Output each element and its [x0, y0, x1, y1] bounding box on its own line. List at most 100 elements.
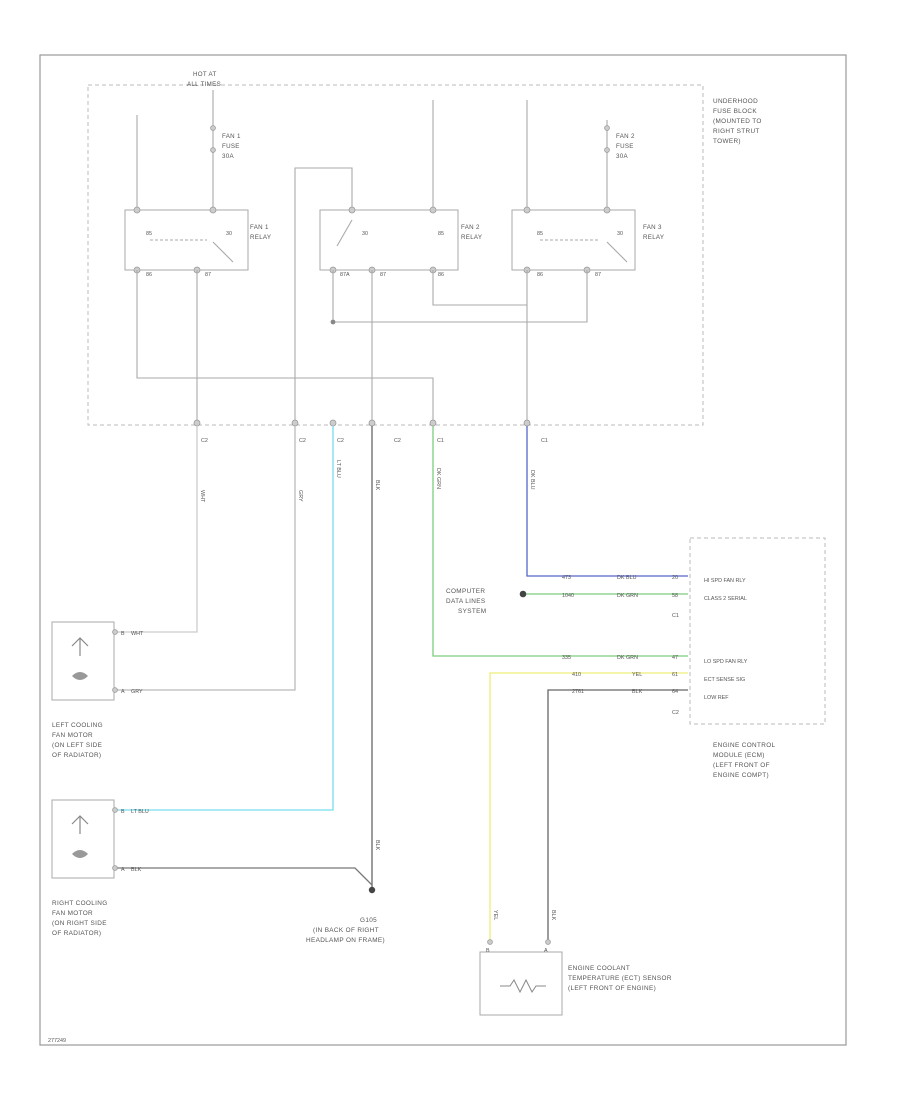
- svg-text:85: 85: [537, 231, 543, 237]
- wire-white: WHT: [115, 426, 205, 633]
- svg-text:CLASS 2 SERIAL: CLASS 2 SERIAL: [704, 596, 747, 602]
- svg-text:ENGINE COOLANT: ENGINE COOLANT: [568, 965, 630, 972]
- svg-text:B: B: [486, 948, 490, 954]
- svg-text:RELAY: RELAY: [643, 234, 664, 241]
- svg-text:30: 30: [362, 231, 368, 237]
- right-fan-motor-label: RIGHT COOLING FAN MOTOR (ON RIGHT SIDE O…: [52, 900, 108, 937]
- svg-text:RIGHT COOLING: RIGHT COOLING: [52, 900, 108, 907]
- wire-black-ground: BLK BLK: [115, 426, 380, 890]
- svg-text:2761: 2761: [572, 689, 584, 695]
- svg-text:YEL: YEL: [492, 910, 498, 920]
- svg-text:RELAY: RELAY: [250, 234, 271, 241]
- svg-text:A: A: [121, 689, 125, 695]
- svg-text:FAN MOTOR: FAN MOTOR: [52, 732, 93, 739]
- svg-text:GRY: GRY: [297, 490, 303, 502]
- svg-text:410: 410: [572, 672, 581, 678]
- svg-text:DK BLU: DK BLU: [617, 575, 637, 581]
- wire-dark-green: DK GRN: [432, 426, 688, 657]
- svg-text:C2: C2: [394, 438, 401, 444]
- wire-dark-blue: DK BLU: [526, 426, 688, 577]
- motor-icon: [72, 850, 88, 858]
- svg-text:TEMPERATURE (ECT) SENSOR: TEMPERATURE (ECT) SENSOR: [568, 975, 672, 982]
- ect-sensor-label: ENGINE COOLANT TEMPERATURE (ECT) SENSOR …: [568, 965, 672, 992]
- svg-text:(ON LEFT SIDE: (ON LEFT SIDE: [52, 742, 102, 749]
- svg-text:C1: C1: [437, 438, 444, 444]
- hot-at-all-times-label: HOT AT ALL TIMES: [187, 71, 221, 88]
- svg-text:BLK: BLK: [550, 910, 556, 921]
- svg-text:(LEFT FRONT OF: (LEFT FRONT OF: [713, 762, 770, 769]
- svg-text:WHT: WHT: [199, 490, 205, 503]
- svg-text:85: 85: [146, 231, 152, 237]
- svg-text:HOT AT: HOT AT: [193, 71, 217, 78]
- fan2-relay: 30 87A 87 85 86 FAN 2 RELAY: [319, 206, 482, 278]
- svg-text:47: 47: [672, 655, 678, 661]
- svg-text:LT BLU: LT BLU: [335, 460, 341, 478]
- wire-black-sensor: BLK: [547, 689, 688, 940]
- svg-text:WHT: WHT: [131, 631, 144, 637]
- svg-text:DK BLU: DK BLU: [529, 470, 535, 490]
- diagram-border: [39, 54, 847, 1046]
- data-lines-label: COMPUTER DATA LINES SYSTEM: [446, 588, 486, 615]
- svg-text:A: A: [121, 867, 125, 873]
- svg-text:1040: 1040: [562, 593, 574, 599]
- left-fan-motor-label: LEFT COOLING FAN MOTOR (ON LEFT SIDE OF …: [52, 722, 103, 759]
- svg-text:87: 87: [205, 272, 211, 278]
- svg-text:FUSE: FUSE: [616, 143, 634, 150]
- fan-blade-icon: [71, 815, 89, 834]
- svg-text:LO SPD FAN RLY: LO SPD FAN RLY: [704, 659, 748, 665]
- svg-text:87: 87: [380, 272, 386, 278]
- svg-text:BLK: BLK: [632, 689, 643, 695]
- wire-data-line: [519, 590, 688, 598]
- svg-text:30A: 30A: [616, 153, 628, 160]
- wire-yellow: YEL: [489, 672, 688, 940]
- left-fan-motor: B WHT A GRY: [51, 621, 144, 701]
- svg-text:C2: C2: [337, 438, 344, 444]
- svg-text:LT BLU: LT BLU: [131, 809, 149, 815]
- svg-text:B: B: [121, 631, 125, 637]
- svg-text:G105: G105: [360, 917, 377, 924]
- wire-gray: GRY: [115, 426, 303, 691]
- footer-code: 277249: [48, 1038, 66, 1044]
- svg-text:TOWER): TOWER): [713, 138, 741, 145]
- svg-text:C1: C1: [672, 613, 679, 619]
- svg-text:BLK: BLK: [374, 480, 380, 491]
- ecm-label: ENGINE CONTROL MODULE (ECM) (LEFT FRONT …: [713, 742, 776, 779]
- svg-text:85: 85: [438, 231, 444, 237]
- svg-text:473: 473: [562, 575, 571, 581]
- fan2-fuse: FAN 2 FUSE 30A: [604, 120, 635, 210]
- svg-text:87A: 87A: [340, 272, 350, 278]
- svg-text:335: 335: [562, 655, 571, 661]
- fan3-relay: 85 30 86 87 FAN 3 RELAY: [511, 206, 664, 278]
- svg-text:LOW REF: LOW REF: [704, 695, 729, 701]
- svg-text:BLK: BLK: [131, 867, 142, 873]
- svg-text:B: B: [121, 809, 125, 815]
- svg-text:ENGINE CONTROL: ENGINE CONTROL: [713, 742, 776, 749]
- svg-text:87: 87: [595, 272, 601, 278]
- wire-light-blue: LT BLU: [115, 426, 341, 811]
- motor-icon: [72, 672, 88, 680]
- svg-text:FUSE: FUSE: [222, 143, 240, 150]
- ecm-wire-labels: 473 DK BLU 20 1040 DK GRN 58 335 DK GRN …: [562, 575, 678, 695]
- svg-text:86: 86: [438, 272, 444, 278]
- svg-text:BLK: BLK: [374, 840, 380, 851]
- svg-text:UNDERHOOD: UNDERHOOD: [713, 98, 758, 105]
- svg-text:20: 20: [672, 575, 678, 581]
- svg-text:HEADLAMP ON FRAME): HEADLAMP ON FRAME): [306, 937, 385, 944]
- fuse-block-outline: [87, 84, 704, 426]
- svg-text:30: 30: [226, 231, 232, 237]
- svg-text:C1: C1: [541, 438, 548, 444]
- svg-text:61: 61: [672, 672, 678, 678]
- svg-text:DK GRN: DK GRN: [435, 468, 441, 489]
- svg-text:RELAY: RELAY: [461, 234, 482, 241]
- svg-text:ECT SENSE SIG: ECT SENSE SIG: [704, 677, 745, 683]
- svg-text:FAN 3: FAN 3: [643, 224, 662, 231]
- svg-text:GRY: GRY: [131, 689, 143, 695]
- fuse-block-label: UNDERHOOD FUSE BLOCK (MOUNTED TO RIGHT S…: [713, 98, 762, 145]
- svg-text:C2: C2: [299, 438, 306, 444]
- svg-text:RIGHT STRUT: RIGHT STRUT: [713, 128, 760, 135]
- splice-node: [330, 319, 336, 325]
- svg-text:FAN 1: FAN 1: [222, 133, 241, 140]
- svg-text:(MOUNTED TO: (MOUNTED TO: [713, 118, 762, 125]
- fan1-fuse: FAN 1 FUSE 30A: [210, 90, 241, 210]
- svg-text:(IN BACK OF RIGHT: (IN BACK OF RIGHT: [313, 927, 379, 934]
